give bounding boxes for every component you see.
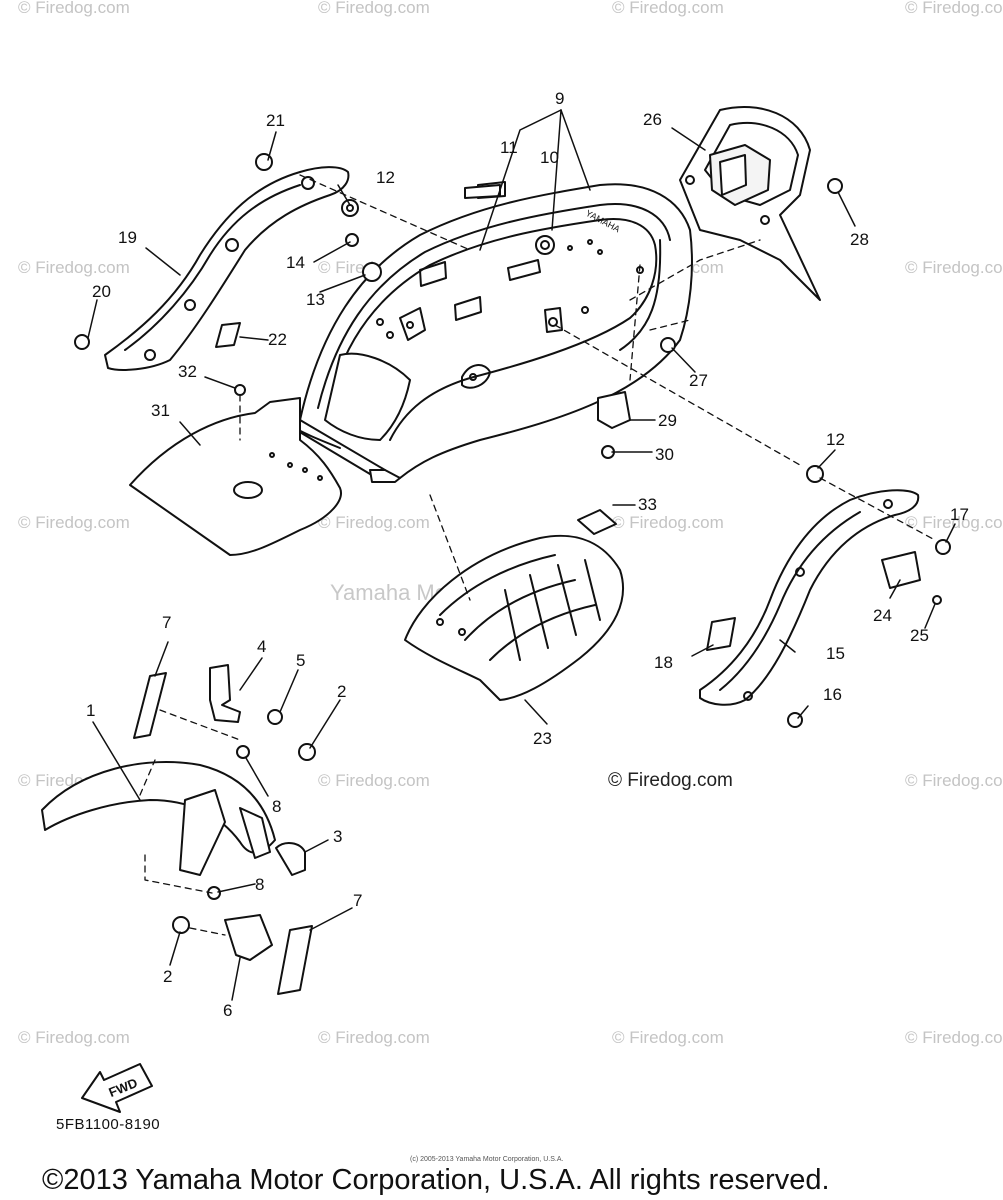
callout-17: 17 [950, 505, 969, 524]
bracket-4 [209, 664, 241, 723]
watermark: © Firedog.com [905, 258, 1003, 277]
callout-15: 15 [826, 644, 845, 663]
callout-12: 12 [826, 430, 845, 449]
fasteners [74, 153, 951, 934]
dashed-lines [139, 174, 936, 936]
callout-19: 19 [118, 228, 137, 247]
watermark: © Firedog.com [18, 258, 130, 277]
watermark: © Firedog.com [905, 0, 1003, 17]
firedog-credit: © Firedog.com [608, 770, 733, 791]
watermark: © Firedog.com [612, 1028, 724, 1047]
watermark: © Firedog.com [18, 0, 130, 17]
watermark: © Firedog.com [905, 513, 1003, 532]
callout-7: 7 [162, 613, 171, 632]
callout-8: 8 [255, 875, 264, 894]
inner-fender [404, 534, 625, 701]
callout-27: 27 [689, 371, 708, 390]
callout-32: 32 [178, 362, 197, 381]
left-grab-rail [104, 166, 350, 371]
plate-18 [706, 617, 736, 651]
watermark: © Firedog.com [318, 771, 430, 790]
callout-26: 26 [643, 110, 662, 129]
bracket-11-label [464, 184, 501, 199]
watermark: © Firedog.com [318, 0, 430, 17]
mud-flap [129, 397, 342, 556]
callout-5: 5 [296, 651, 305, 670]
callout-23: 23 [533, 729, 552, 748]
watermark: © Firedog.com [18, 1028, 130, 1047]
watermark: © Firedog.com [905, 1028, 1003, 1047]
callout-2: 2 [163, 967, 172, 986]
callout-7: 7 [353, 891, 362, 910]
callout-29: 29 [658, 411, 677, 430]
bracket-6 [224, 914, 273, 961]
copyright-notice: ©2013 Yamaha Motor Corporation, U.S.A. A… [42, 1164, 830, 1196]
watermark: © Firedog.com [318, 513, 430, 532]
callout-28: 28 [850, 230, 869, 249]
callout-25: 25 [910, 626, 929, 645]
callout-18: 18 [654, 653, 673, 672]
callout-9: 9 [555, 89, 564, 108]
taillight [679, 105, 821, 301]
callout-1: 1 [86, 701, 95, 720]
callout-2: 2 [337, 682, 346, 701]
callout-33: 33 [638, 495, 657, 514]
callout-22: 22 [268, 330, 287, 349]
front-fender [41, 761, 276, 876]
callout-13: 13 [306, 290, 325, 309]
fwd-arrow-icon: FWD [81, 1063, 153, 1113]
watermark: © Firedog.com [905, 771, 1003, 790]
watermark: © Firedog.com [612, 0, 724, 17]
reflector-7a [133, 672, 167, 739]
watermark: © Firedog.com [318, 1028, 430, 1047]
rear-fender: YAMAHA [289, 181, 693, 483]
right-grab-rail [699, 489, 920, 706]
part-code: 5FB1100-8190 [56, 1116, 161, 1133]
callout-10: 10 [540, 148, 559, 167]
callout-3: 3 [333, 827, 342, 846]
damper-3 [275, 842, 306, 876]
callout-11: 11 [500, 138, 518, 157]
callout-4: 4 [257, 637, 266, 656]
callout-8: 8 [272, 797, 281, 816]
bracket-24 [881, 551, 921, 589]
watermark: © Firedog.com [18, 513, 130, 532]
callout-30: 30 [655, 445, 674, 464]
plate-22 [215, 322, 241, 348]
callout-24: 24 [873, 606, 892, 625]
clip-33 [577, 509, 617, 535]
callout-21: 21 [266, 111, 285, 130]
callout-12: 12 [376, 168, 395, 187]
callout-31: 31 [151, 401, 170, 420]
bracket-29 [597, 391, 631, 429]
callout-6: 6 [223, 1001, 232, 1020]
callout-16: 16 [823, 685, 842, 704]
reflector-7b [277, 925, 313, 995]
callouts: 1 2 2 3 4 5 6 7 7 8 8 9 10 11 12 12 13 1… [86, 89, 969, 1020]
watermark: © Firedog.com [612, 513, 724, 532]
callout-14: 14 [286, 253, 305, 272]
callout-20: 20 [92, 282, 111, 301]
fine-print: (c) 2005-2013 Yamaha Motor Corporation, … [410, 1156, 564, 1163]
